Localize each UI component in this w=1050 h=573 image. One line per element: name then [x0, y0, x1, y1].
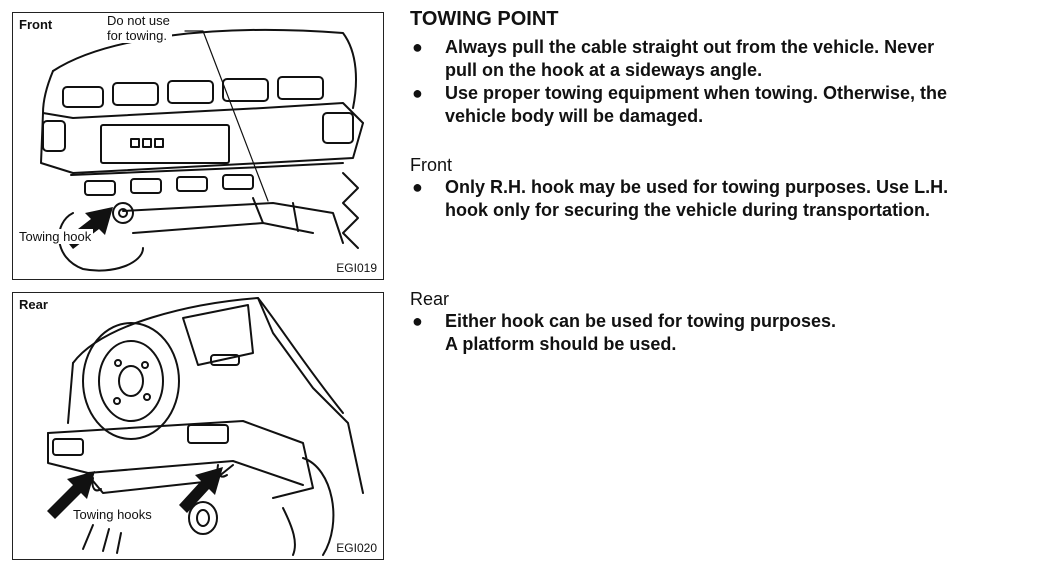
bullet-text-line: Always pull the cable straight out from … — [445, 37, 935, 57]
list-item: ● Always pull the cable straight out fro… — [410, 36, 947, 82]
bullet-icon: ● — [412, 37, 423, 57]
bullet-text-line: A platform should be used. — [445, 334, 677, 354]
rear-right-arrow-icon — [179, 467, 223, 513]
rear-vehicle-drawing — [47, 297, 364, 556]
front-figure-code: EGI019 — [336, 261, 377, 275]
front-towing-illustration: Front Do not use for towing. Towing hook… — [12, 12, 384, 280]
do-not-use-line1: Do not use — [107, 13, 170, 28]
rear-towing-illustration: Rear Towing hooks EGI020 — [12, 292, 384, 560]
front-section: Front ● Only R.H. hook may be used for t… — [410, 154, 948, 222]
page-title: TOWING POINT — [410, 8, 559, 30]
general-bullet-list: ● Always pull the cable straight out fro… — [410, 36, 947, 128]
rear-section-title: Rear — [410, 289, 450, 309]
rear-section: Rear ● Either hook can be used for towin… — [410, 288, 836, 356]
front-bullet-list: ● Only R.H. hook may be used for towing … — [410, 176, 948, 222]
towing-hook-callout: Towing hook — [17, 229, 94, 244]
rear-left-arrow-icon — [47, 471, 95, 519]
do-not-use-callout: Do not use for towing. — [105, 13, 172, 43]
bullet-text-line: Only R.H. hook may be used for towing pu… — [445, 177, 949, 197]
bullet-text-line: pull on the hook at a sideways angle. — [445, 60, 763, 80]
rear-figure-code: EGI020 — [336, 541, 377, 555]
list-item: ● Either hook can be used for towing pur… — [410, 310, 836, 356]
front-section-title: Front — [410, 155, 453, 175]
front-figure-label: Front — [19, 17, 53, 32]
rear-bullet-list: ● Either hook can be used for towing pur… — [410, 310, 836, 356]
instructions-column: TOWING POINT ● Always pull the cable str… — [410, 6, 1040, 354]
bullet-text-line: Use proper towing equipment when towing.… — [445, 83, 948, 103]
bullet-icon: ● — [412, 177, 423, 197]
towing-hooks-callout: Towing hooks — [71, 507, 154, 522]
list-item: ● Only R.H. hook may be used for towing … — [410, 176, 948, 222]
bullet-text-line: hook only for securing the vehicle durin… — [445, 200, 931, 220]
bullet-text-line: Either hook can be used for towing purpo… — [445, 311, 837, 331]
front-bumper-drawing — [40, 28, 364, 272]
list-item: ● Use proper towing equipment when towin… — [410, 82, 947, 128]
bullet-text-line: vehicle body will be damaged. — [445, 106, 704, 126]
rear-figure-label: Rear — [19, 297, 48, 312]
bullet-icon: ● — [412, 83, 423, 103]
bullet-icon: ● — [412, 311, 423, 331]
do-not-use-line2: for towing. — [107, 28, 167, 43]
